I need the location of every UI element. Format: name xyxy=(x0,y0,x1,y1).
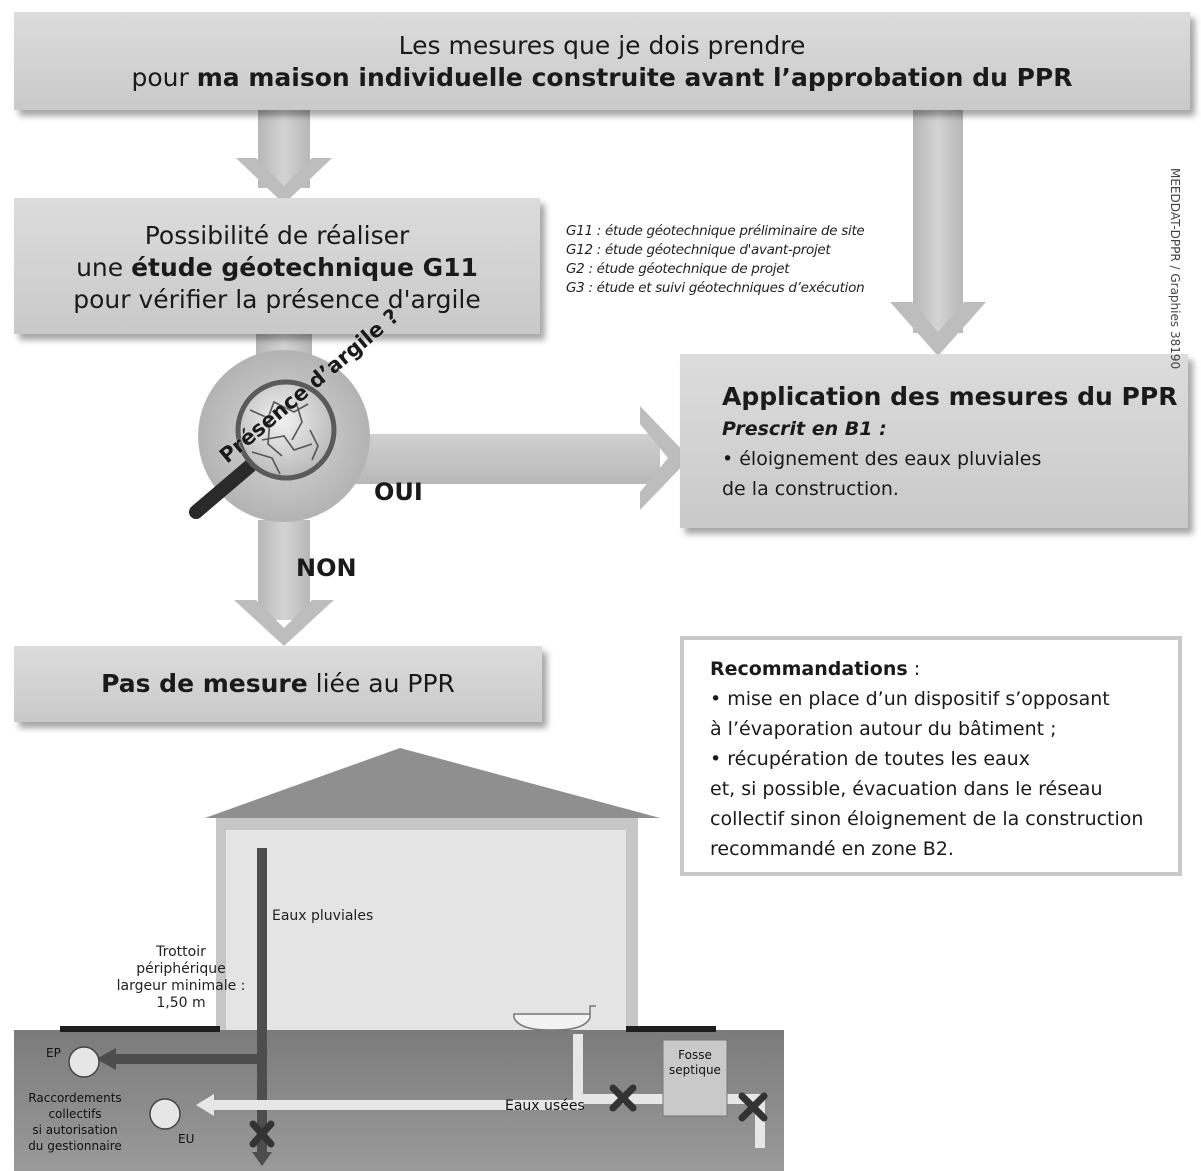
septic-label: Fosse septique xyxy=(669,1048,721,1077)
sidewalk-label: Trottoir périphérique largeur minimale :… xyxy=(116,944,246,1011)
septic-tank xyxy=(662,1039,728,1117)
ppr-line1: • éloignement des eaux pluviales xyxy=(722,448,1042,470)
recommendations-box: Recommandations : • mise en place d’un d… xyxy=(680,636,1182,876)
recommendation-line: et, si possible, évacuation dans le rése… xyxy=(710,778,1103,800)
ep-label: EP xyxy=(46,1046,61,1060)
cross-icon-septic xyxy=(738,1092,768,1122)
recommendation-line: à l’évaporation autour du bâtiment ; xyxy=(710,718,1057,740)
sink-icon xyxy=(513,1013,591,1031)
eu-pipe xyxy=(208,1100,583,1110)
waste-label: Eaux usées xyxy=(505,1098,585,1114)
no-measure-rest: liée au PPR xyxy=(307,669,455,698)
eu-outlet xyxy=(149,1098,181,1130)
ppr-title: Application des mesures du PPR xyxy=(722,382,1178,411)
legend-item: G2 : étude géotechnique de projet xyxy=(566,261,790,277)
arrow-no xyxy=(234,520,334,646)
sidewalk-left xyxy=(60,1026,220,1032)
magnifier-icon xyxy=(189,379,337,519)
ppr-box: Application des mesures du PPR Prescrit … xyxy=(680,354,1188,528)
branch-no: NON xyxy=(296,554,357,582)
house-roof xyxy=(205,748,660,818)
recommendation-line: recommandé en zone B2. xyxy=(710,838,954,860)
rain-pipe xyxy=(257,848,267,1158)
ep-outlet xyxy=(68,1046,100,1078)
recommendation-line: • récupération de toutes les eaux xyxy=(710,748,1030,770)
arrow-down-right xyxy=(890,108,986,356)
sidewalk-right xyxy=(626,1026,716,1032)
connection-label: Raccordements collectifs si autorisation… xyxy=(28,1091,122,1153)
header-line2: pour ma maison individuelle construite a… xyxy=(131,63,1073,92)
no-measure-bold: Pas de mesure xyxy=(101,669,308,698)
study-line1: Possibilité de réaliser xyxy=(144,221,410,250)
legend-item: G3 : étude et suivi géotechniques d’exéc… xyxy=(566,280,865,296)
legend-item: G11 : étude géotechnique préliminaire de… xyxy=(566,223,865,239)
study-line3: pour vérifier la présence d'argile xyxy=(73,285,481,314)
header-box: Les mesures que je dois prendre pour ma … xyxy=(14,12,1190,110)
credit-text: MEEDDAT-DPPR / Graphies 38190 xyxy=(1168,168,1182,370)
study-line2: une étude géotechnique G11 xyxy=(76,253,478,282)
legend: G11 : étude géotechnique préliminaire de… xyxy=(566,222,865,298)
ppr-line2: de la construction. xyxy=(722,478,899,500)
legend-item: G12 : étude géotechnique d'avant-projet xyxy=(566,242,831,258)
study-line2-bold: étude géotechnique G11 xyxy=(131,253,478,282)
rain-label: Eaux pluviales xyxy=(272,908,374,924)
header-line2-bold: ma maison individuelle construite avant … xyxy=(196,63,1073,92)
cross-icon-waste xyxy=(609,1084,637,1112)
header-line1: Les mesures que je dois prendre xyxy=(398,31,806,60)
arrow-down-1 xyxy=(236,108,332,204)
arrow-yes xyxy=(330,406,690,510)
ep-pipe xyxy=(110,1054,260,1064)
cross-icon-rain xyxy=(249,1120,275,1148)
no-measure-box: Pas de mesure liée au PPR xyxy=(14,646,542,722)
study-box: Possibilité de réaliser une étude géotec… xyxy=(14,198,540,334)
question-wrap: Présence d’argile ? xyxy=(206,304,404,514)
recommendation-line: • mise en place d’un dispositif s’opposa… xyxy=(710,688,1110,710)
branch-yes: OUI xyxy=(374,478,423,506)
recommendations-title-line: Recommandations : xyxy=(710,658,921,680)
recommendation-line: collectif sinon éloignement de la constr… xyxy=(710,808,1144,830)
ppr-subtitle: Prescrit en B1 : xyxy=(722,418,887,440)
credit-wrap: MEEDDAT-DPPR / Graphies 38190 xyxy=(1168,168,1198,369)
eu-label: EU xyxy=(178,1132,195,1146)
